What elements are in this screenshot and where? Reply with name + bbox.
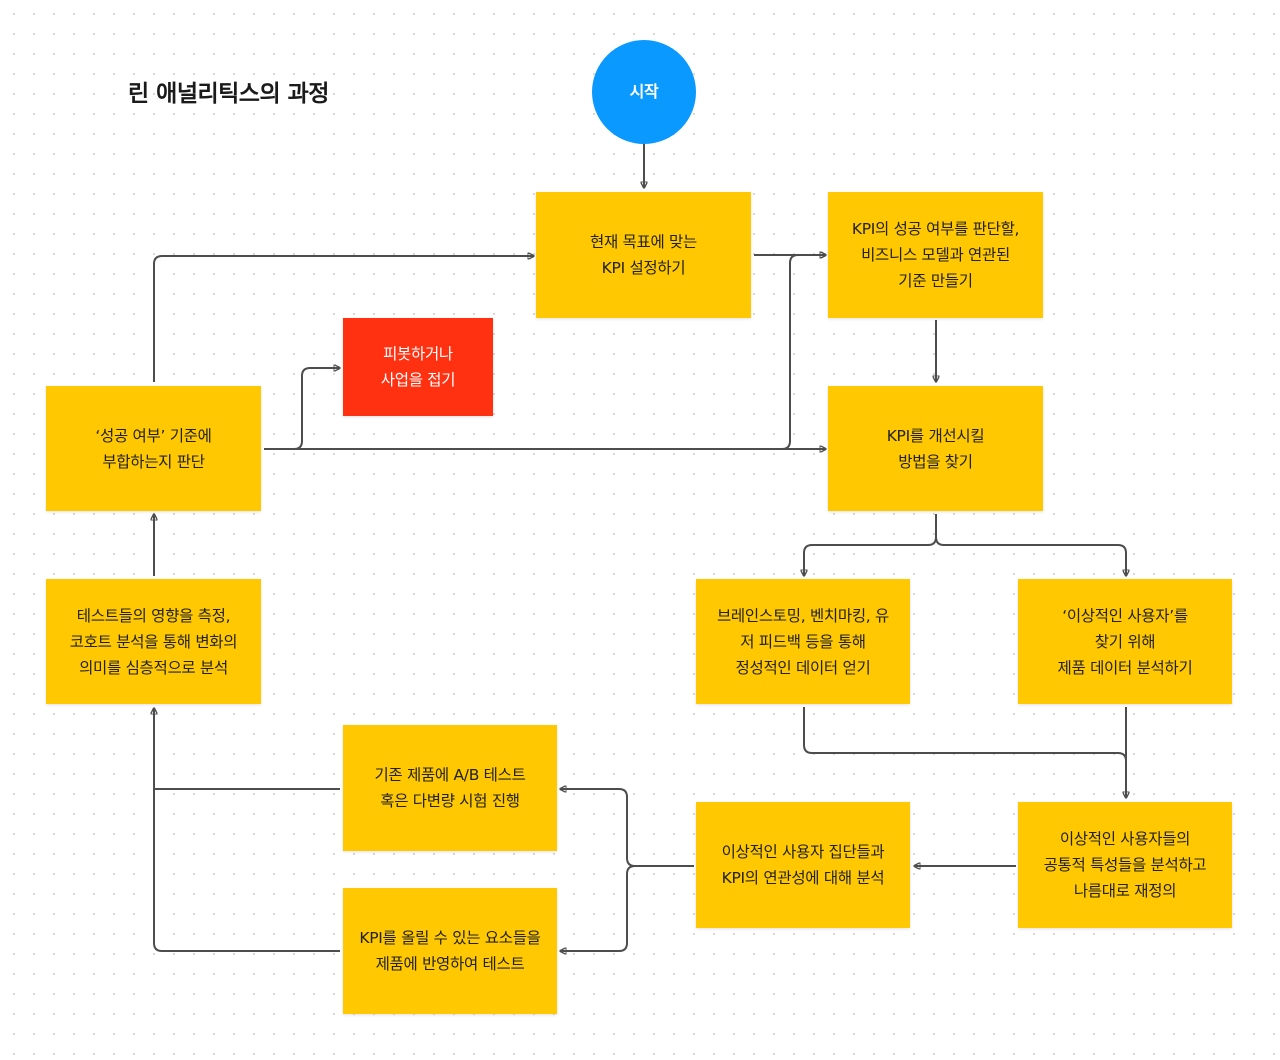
diagram-title: 린 애널리틱스의 과정 bbox=[128, 81, 329, 107]
measure-node: 테스트들의 영향을 측정, 코호트 분석을 통해 변화의 의미를 심층적으로 분… bbox=[46, 579, 261, 704]
relation-analysis-node: 이상적인 사용자 집단들과 KPI의 연관성에 대해 분석 bbox=[696, 802, 910, 928]
improve-node: KPI를 개선시킬 방법을 찾기 bbox=[828, 386, 1043, 511]
criteria-node: KPI의 성공 여부를 판단할, 비즈니스 모델과 연관된 기준 만들기 bbox=[828, 192, 1043, 318]
edge-relation-to-ab-test bbox=[560, 789, 694, 867]
edge-apply-test-to-measure bbox=[154, 708, 340, 952]
edge-qualitative-to-redefine bbox=[803, 707, 1127, 762]
set-kpi-node: 현재 목표에 맞는 KPI 설정하기 bbox=[536, 192, 751, 318]
start-node: 시작 bbox=[592, 40, 696, 144]
apply-test-node: KPI를 올릴 수 있는 요소들을 제품에 반영하여 테스트 bbox=[343, 888, 557, 1014]
ideal-user-analysis-node: ‘이상적인 사용자’를 찾기 위해 제품 데이터 분석하기 bbox=[1018, 579, 1232, 704]
edge-judge-to-criteria bbox=[680, 255, 826, 450]
edge-judge-to-set-kpi bbox=[153, 256, 534, 382]
edge-judge-to-pivot bbox=[264, 368, 340, 450]
edge-improve-to-ideal-user-analysis bbox=[935, 536, 1126, 576]
qualitative-data-node: 브레인스토밍, 벤치마킹, 유 저 피드백 등을 통해 정성적인 데이터 얻기 bbox=[696, 579, 910, 704]
edge-relation-to-apply-test bbox=[560, 865, 636, 951]
edge-improve-to-qualitative bbox=[804, 514, 937, 576]
judge-node: ‘성공 여부’ 기준에 부합하는지 판단 bbox=[46, 386, 261, 511]
ab-test-node: 기존 제품에 A/B 테스트 혹은 다변량 시험 진행 bbox=[343, 725, 557, 851]
pivot-node: 피봇하거나 사업을 접기 bbox=[343, 318, 493, 416]
redefine-node: 이상적인 사용자들의 공통적 특성들을 분석하고 나름대로 재정의 bbox=[1018, 802, 1232, 928]
